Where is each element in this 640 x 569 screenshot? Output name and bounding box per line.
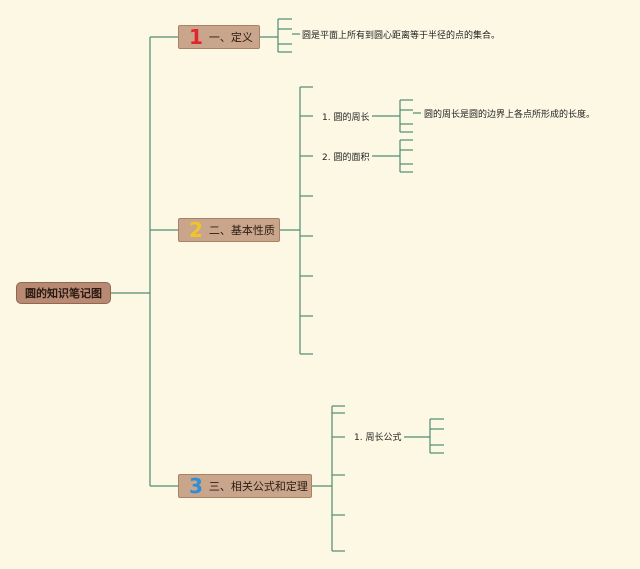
branch-number-3: 3 [189,474,203,498]
root-node[interactable]: 圆的知识笔记图 [16,282,111,304]
root-label: 圆的知识笔记图 [25,287,102,300]
perimeter-note: 圆的周长是圆的边界上各点所形成的长度。 [424,109,596,120]
branch-label-basic-properties: 二、基本性质 [208,224,275,237]
branch-basic-properties[interactable]: 2 二、基本性质 [178,218,280,242]
branch-label-formulas-theorems: 三、相关公式和定理 [208,480,308,493]
sub-item-area[interactable]: 2. 圆的面积 [322,152,370,163]
branch-definition[interactable]: 1 一、定义 [178,25,260,49]
branch-number-1: 1 [189,25,203,49]
branch-formulas-theorems[interactable]: 3 三、相关公式和定理 [178,474,312,498]
sub-item-perimeter-formula[interactable]: 1. 周长公式 [354,432,402,443]
branch-number-2: 2 [189,218,203,242]
branch-label-definition: 一、定义 [208,31,253,44]
definition-text: 圆是平面上所有到圆心距离等于半径的点的集合。 [302,30,501,41]
sub-item-perimeter[interactable]: 1. 圆的周长 [322,112,370,123]
